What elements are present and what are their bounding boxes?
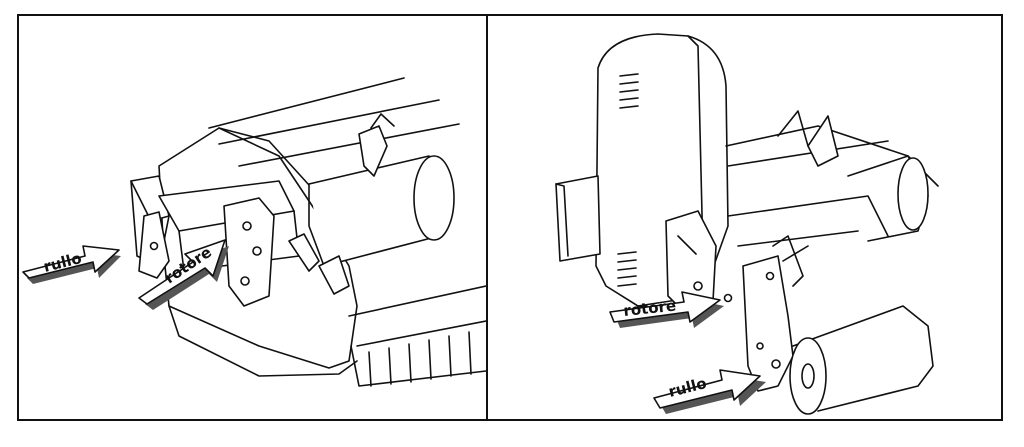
rotore-arrow-right (609, 291, 724, 328)
front-roller (792, 305, 934, 412)
lower-arm-plate (742, 255, 794, 392)
right-panel-illustration: rotore rullo (488, 16, 1001, 419)
rotore-arrow (138, 239, 229, 310)
left-machine-drawing: rullo rotore (22, 77, 486, 387)
lower-apron (350, 345, 486, 387)
rotore-label-right: rotore (623, 297, 677, 320)
side-plate (223, 197, 275, 307)
panel-divider (486, 14, 488, 421)
right-machine-drawing: rotore rullo (555, 33, 939, 415)
top-beam-line (208, 77, 405, 129)
rullo-arrow-right (653, 369, 766, 414)
left-panel-illustration: rullo rotore (19, 16, 486, 419)
rullo-arrow (22, 245, 121, 284)
